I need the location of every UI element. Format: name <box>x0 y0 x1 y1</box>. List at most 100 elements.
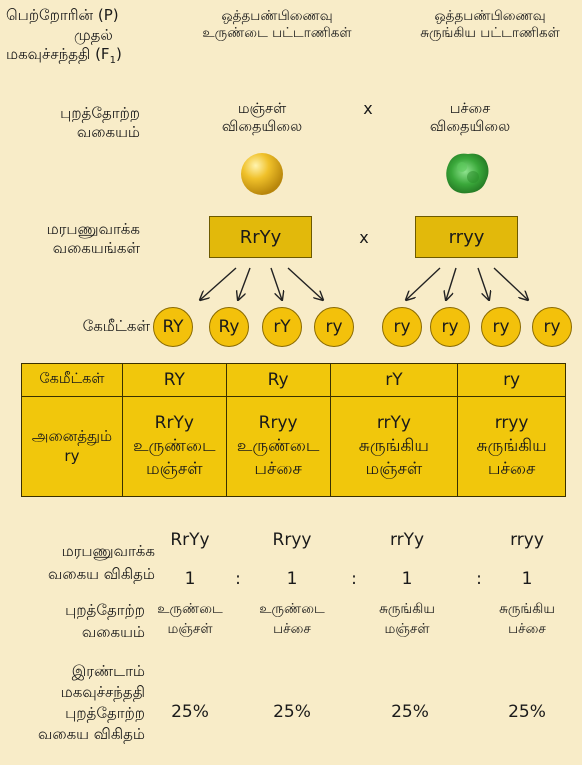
parent2-genotype-box: rryy <box>415 216 518 258</box>
gamete-p1-4: ry <box>314 307 354 347</box>
offspring-shape: உருண்டை <box>236 436 320 457</box>
phenotype-result-shape: உருண்டை <box>259 601 325 617</box>
ratio-genotype-1: RrYy <box>170 530 210 550</box>
generation-label: பெற்றோரின் (P) முதல் மகவுச்சந்ததி (F1) <box>6 6 122 67</box>
f2-percentage-1: 25% <box>171 702 209 722</box>
offspring-cell-4: rryy சுருங்கிய பச்சை <box>457 396 566 497</box>
phenotype-result-label: புறத்தோற்ற வகையம் <box>20 600 145 644</box>
generation-label-line-3: மகவுச்சந்ததி (F1) <box>6 45 122 67</box>
punnett-col-2: Ry <box>225 363 331 397</box>
offspring-color: மஞ்சள் <box>365 458 423 479</box>
offspring-shape: உருண்டை <box>133 436 216 457</box>
parent1-heading-line-2: உருண்டை பட்டாணிகள் <box>202 24 352 41</box>
parent1-heading-line-1: ஒத்தபண்பிணைவு <box>221 8 333 24</box>
ratio-separator-1: : <box>235 569 241 589</box>
offspring-genotype: rryy <box>494 413 529 434</box>
offspring-color: மஞ்சள் <box>145 458 203 479</box>
offspring-shape: சுருங்கிய <box>476 436 547 457</box>
phenotype-label-line-2: வகையம் <box>76 122 140 141</box>
ratio-genotype-2: Rryy <box>272 530 312 550</box>
punnett-col-1: RY <box>121 363 227 397</box>
offspring-cell-2: Rryy உருண்டை பச்சை <box>225 396 331 497</box>
punnett-row-label: அனைத்தும் ry <box>21 396 123 497</box>
ratio-value-4: 1 <box>521 569 533 589</box>
ratio-separator-3: : <box>476 569 482 589</box>
phenotype-result-shape: சுருங்கிய <box>379 601 435 617</box>
arrow-p1-1 <box>200 267 237 300</box>
f2-percentage-4: 25% <box>508 702 546 722</box>
phenotype-result-1: உருண்டை மஞ்சள் <box>140 600 240 639</box>
gamete-p2-4: ry <box>532 307 572 347</box>
generation-label-line-1: பெற்றோரின் (P) <box>6 6 119 24</box>
generation-label-line-2: முதல் <box>74 25 113 44</box>
gamete-p2-3: ry <box>481 307 521 347</box>
gametes-label: கேமீட்கள் <box>82 317 150 335</box>
f2-ratio-label-line-2: மகவுச்சந்ததி <box>60 683 145 701</box>
offspring-cell-1: RrYy உருண்டை மஞ்சள் <box>121 396 227 497</box>
yellow-seed-icon <box>241 153 283 195</box>
parent1-genotype-box: RrYy <box>209 216 312 258</box>
parent1-heading: ஒத்தபண்பிணைவு உருண்டை பட்டாணிகள் <box>182 8 372 42</box>
phenotype-result-2: உருண்டை பச்சை <box>242 600 342 639</box>
gamete-p1-1: RY <box>153 307 193 347</box>
f2-ratio-label: இரண்டாம் மகவுச்சந்ததி புறத்தோற்ற வகைய வி… <box>20 661 145 745</box>
gamete-p1-3: rY <box>262 307 302 347</box>
offspring-shape: சுருங்கிய <box>358 436 430 457</box>
parent1-phenotype-line-1: மஞ்சள் <box>237 101 287 117</box>
ratio-label-line-1: மரபணுவாக்க <box>61 542 155 560</box>
arrow-p2-2 <box>446 267 457 300</box>
ratio-value-1: 1 <box>184 569 196 589</box>
punnett-col-3: rY <box>329 363 459 397</box>
ratio-separator-2: : <box>351 569 357 589</box>
offspring-genotype: Rryy <box>258 413 298 434</box>
punnett-row-label-line-1: அனைத்தும் <box>31 427 113 445</box>
parent2-phenotype-line-2: விதையிலை <box>429 119 511 136</box>
phenotype-label-line-1: புறத்தோற்ற <box>60 104 140 122</box>
parent2-heading: ஒத்தபண்பிணைவு சுருங்கிய பட்டாணிகள் <box>395 8 582 42</box>
phenotype-result-color: மஞ்சள் <box>384 620 430 637</box>
gamete-p2-1: ry <box>382 307 422 347</box>
parent2-phenotype: பச்சை விதையிலை <box>415 100 525 136</box>
f-label: மகவுச்சந்ததி (F <box>6 45 110 63</box>
genotype-label-line-1: மரபணுவாக்க <box>46 220 140 238</box>
phenotype-result-color: பச்சை <box>508 620 546 637</box>
parent2-heading-line-2: சுருங்கிய பட்டாணிகள் <box>420 24 560 41</box>
f2-ratio-label-line-3: புறத்தோற்ற <box>65 704 145 722</box>
arrow-p1-3 <box>270 267 282 300</box>
genotype-cross: x <box>359 228 369 247</box>
f2-percentage-3: 25% <box>391 702 429 722</box>
punnett-col-4: ry <box>457 363 566 397</box>
offspring-color: பச்சை <box>254 458 302 479</box>
punnett-row-label-line-2: ry <box>64 446 80 465</box>
phenotype-result-4: சுருங்கிய பச்சை <box>477 600 577 639</box>
punnett-square: கேமீட்கள் RY Ry rY ry அனைத்தும் ry RrYy … <box>21 363 566 497</box>
ratio-value-2: 1 <box>286 569 298 589</box>
phenotype-result-label-line-2: வகையம் <box>81 622 145 641</box>
parent1-phenotype-line-2: விதையிலை <box>221 119 303 136</box>
phenotype-result-label-line-1: புறத்தோற்ற <box>65 601 145 619</box>
f2-percentage-2: 25% <box>273 702 311 722</box>
offspring-color: பச்சை <box>487 458 536 479</box>
f2-ratio-label-line-1: இரண்டாம் <box>71 662 145 680</box>
offspring-cell-3: rrYy சுருங்கிய மஞ்சள் <box>329 396 459 497</box>
offspring-genotype: RrYy <box>154 413 194 434</box>
arrow-p1-4 <box>287 267 323 300</box>
parent2-phenotype-line-1: பச்சை <box>449 101 491 117</box>
green-seed-icon <box>446 153 489 194</box>
punnett-header-row: கேமீட்கள் RY Ry rY ry <box>21 363 566 397</box>
phenotype-result-shape: உருண்டை <box>157 601 223 617</box>
arrow-p2-4 <box>493 267 528 300</box>
phenotype-result-3: சுருங்கிய மஞ்சள் <box>357 600 457 639</box>
ratio-genotype-4: rryy <box>510 530 544 550</box>
punnett-offspring-row: அனைத்தும் ry RrYy உருண்டை மஞ்சள் Rryy உர… <box>21 396 566 497</box>
gamete-p1-2: Ry <box>209 307 249 347</box>
phenotype-label: புறத்தோற்ற வகையம் <box>20 104 140 142</box>
f-subscript: 1 <box>109 55 116 66</box>
ratio-label-line-2: வகைய விகிதம் <box>48 565 155 584</box>
ratio-label: மரபணுவாக்க வகைய விகிதம் <box>20 540 155 587</box>
f2-ratio-label-line-4: வகைய விகிதம் <box>38 725 145 743</box>
phenotype-result-color: பச்சை <box>273 620 311 637</box>
gamete-p2-2: ry <box>430 307 470 347</box>
punnett-corner: கேமீட்கள் <box>21 363 123 397</box>
